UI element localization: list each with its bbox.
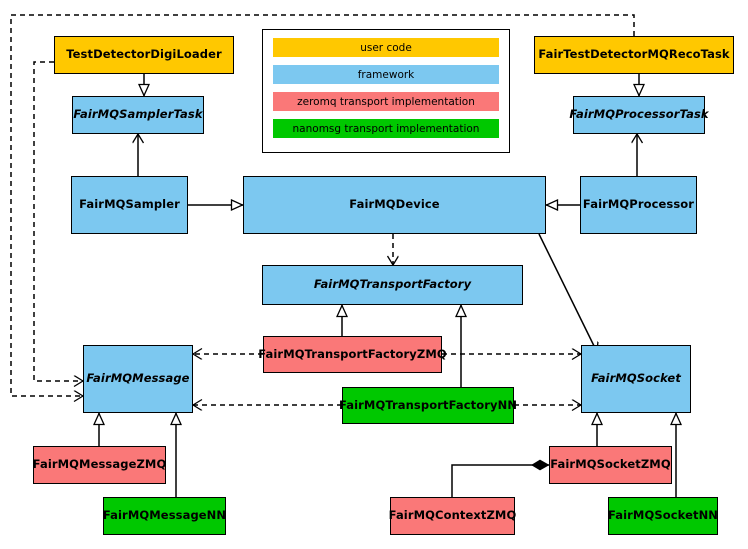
- class-box-fairmqsamplertask[interactable]: FairMQSamplerTask: [72, 96, 204, 134]
- legend-item-user-code: user code: [273, 38, 499, 57]
- legend-label-framework: framework: [357, 68, 415, 81]
- class-label: FairMQTransportFactoryNN: [338, 397, 518, 412]
- class-label: FairMQTransportFactory: [313, 277, 472, 292]
- class-label: FairMQProcessor: [582, 197, 695, 212]
- legend-item-nanomsg: nanomsg transport implementation: [273, 119, 499, 138]
- legend-label-nanomsg: nanomsg transport implementation: [292, 122, 480, 135]
- class-box-fairmqsocket[interactable]: FairMQSocket: [581, 345, 691, 413]
- class-label: FairMQContextZMQ: [388, 508, 517, 523]
- class-box-fairmqmessage[interactable]: FairMQMessage: [83, 345, 193, 413]
- legend-item-zeromq: zeromq transport implementation: [273, 92, 499, 111]
- class-label: FairMQTransportFactoryZMQ: [258, 346, 447, 361]
- edge-device-to-socket: [538, 233, 597, 352]
- class-label: FairMQSampler: [79, 197, 180, 212]
- edge-recotask-to-message: [10, 14, 635, 396]
- class-label: FairTestDetectorMQRecoTask: [538, 47, 730, 62]
- class-label: FairMQProcessorTask: [569, 107, 709, 122]
- class-box-fairtestdetectormqrecotask[interactable]: FairTestDetectorMQRecoTask: [534, 36, 734, 74]
- class-box-fairmqprocessor[interactable]: FairMQProcessor: [580, 176, 697, 234]
- class-box-fairmqcontextzmq[interactable]: FairMQContextZMQ: [388, 497, 517, 535]
- legend-label-user-code: user code: [360, 41, 412, 54]
- legend-label-zeromq: zeromq transport implementation: [297, 95, 475, 108]
- color-legend: user code framework zeromq transport imp…: [262, 29, 510, 153]
- class-box-fairmqsocketnn[interactable]: FairMQSocketNN: [608, 497, 718, 535]
- class-box-fairmqtransportfactory[interactable]: FairMQTransportFactory: [262, 265, 523, 305]
- class-box-fairmqtransportfactoryzmq[interactable]: FairMQTransportFactoryZMQ: [258, 336, 447, 373]
- class-label: FairMQSocketZMQ: [550, 457, 671, 472]
- class-box-fairmqdevice[interactable]: FairMQDevice: [243, 176, 546, 234]
- class-label: FairMQSocketNN: [607, 508, 719, 523]
- class-box-fairmqtransportfactorynn[interactable]: FairMQTransportFactoryNN: [338, 387, 518, 424]
- class-label: FairMQMessageZMQ: [32, 457, 167, 472]
- class-box-fairmqmessagenn[interactable]: FairMQMessageNN: [103, 497, 226, 535]
- class-label: FairMQSocket: [591, 371, 681, 386]
- edge-digiloader-to-message: [33, 61, 83, 381]
- class-box-fairmqprocessortask[interactable]: FairMQProcessorTask: [569, 96, 709, 134]
- class-box-fairmqsocketzmq[interactable]: FairMQSocketZMQ: [549, 446, 672, 484]
- class-label: FairMQSamplerTask: [73, 107, 203, 122]
- class-label: FairMQMessage: [86, 371, 190, 386]
- class-label: FairMQDevice: [349, 197, 440, 212]
- class-box-fairmqmessagezmq[interactable]: FairMQMessageZMQ: [33, 446, 166, 484]
- edge-socketzmq-composition-contextzmq: [451, 459, 550, 497]
- legend-item-framework: framework: [273, 65, 499, 84]
- class-label: TestDetectorDigiLoader: [66, 47, 222, 62]
- class-label: FairMQMessageNN: [102, 508, 227, 523]
- class-box-fairmqsampler[interactable]: FairMQSampler: [71, 176, 188, 234]
- class-box-testdetectordigiloader[interactable]: TestDetectorDigiLoader: [54, 36, 234, 74]
